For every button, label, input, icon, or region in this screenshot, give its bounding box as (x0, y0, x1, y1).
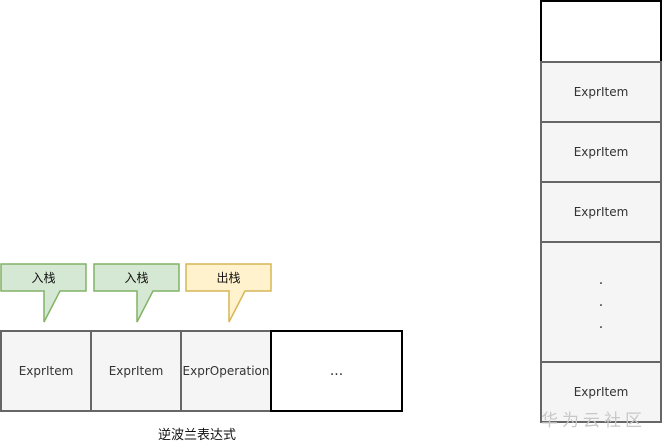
queue-cell-ellipsis: ... (270, 330, 403, 412)
watermark: 华为云社区 (541, 411, 646, 431)
stack-cell-dots: . . . (540, 241, 662, 363)
stack-dot-2: . (598, 294, 604, 310)
stack-cell-expritem-1: ExprItem (540, 61, 662, 123)
stack-cell-expritem-bottom: ExprItem (540, 361, 662, 423)
queue-cell-expritem-1: ExprItem (0, 330, 92, 412)
queue-caption: 逆波兰表达式 (158, 428, 237, 443)
push-callout-1-label: 入栈 (31, 271, 56, 285)
stack-top-cell (540, 0, 662, 63)
queue-cell-expritem-2: ExprItem (90, 330, 182, 412)
pop-callout-label: 出栈 (216, 271, 241, 285)
push-callout-2-label: 入栈 (124, 271, 149, 285)
stack-dot-3: . (598, 316, 604, 332)
stack-cell-expritem-3: ExprItem (540, 181, 662, 243)
stack-dot-1: . (598, 272, 604, 288)
queue-cell-exproperation: ExprOperation (180, 330, 272, 412)
stack-cell-expritem-2: ExprItem (540, 121, 662, 183)
